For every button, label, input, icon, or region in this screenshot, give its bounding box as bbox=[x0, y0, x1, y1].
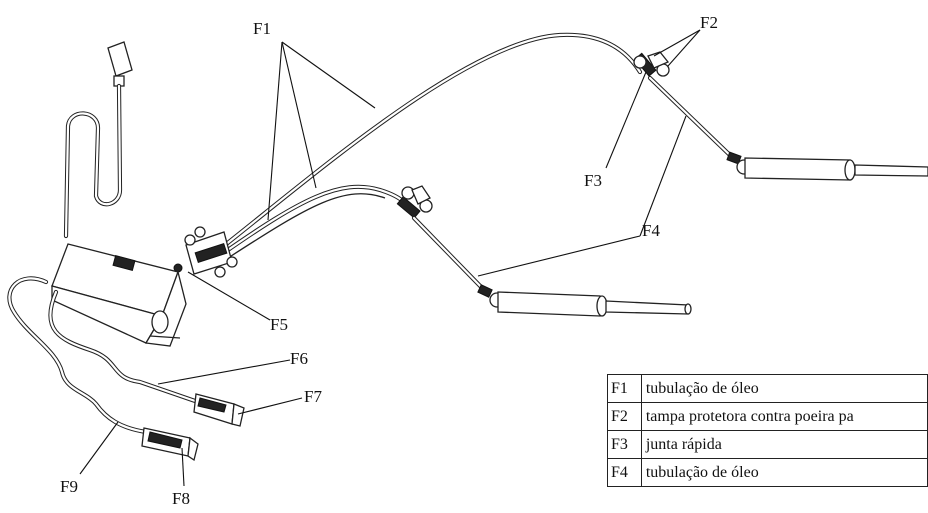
callout-labels: F1 F2 F3 F4 F5 F6 F7 F8 F9 bbox=[60, 13, 718, 508]
oil-hose-f4-top bbox=[647, 75, 738, 163]
legend-code: F3 bbox=[607, 430, 642, 459]
callout-f2: F2 bbox=[700, 13, 718, 32]
battery-clamp-f8 bbox=[141, 427, 199, 462]
pump-box bbox=[51, 243, 187, 347]
leader-lines bbox=[79, 29, 701, 487]
legend-description: junta rápida bbox=[640, 430, 928, 459]
legend-row: F4 tubulação de óleo bbox=[607, 458, 928, 487]
oil-hoses-f1 bbox=[222, 32, 643, 259]
battery-clamp-f7 bbox=[193, 393, 245, 427]
callout-f1: F1 bbox=[253, 19, 271, 38]
legend-description: tubulação de óleo bbox=[640, 374, 928, 403]
legend-code: F1 bbox=[607, 374, 642, 403]
callout-f7: F7 bbox=[304, 387, 322, 406]
quick-joint-middle bbox=[396, 185, 433, 219]
callout-f5: F5 bbox=[270, 315, 288, 334]
legend-description: tampa protetora contra poeira pa bbox=[640, 402, 928, 431]
legend-code: F4 bbox=[607, 458, 642, 487]
callout-f4: F4 bbox=[642, 221, 660, 240]
legend-row: F3 junta rápida bbox=[607, 430, 928, 459]
callout-f6: F6 bbox=[290, 349, 308, 368]
battery-cables bbox=[7, 276, 201, 435]
callout-f9: F9 bbox=[60, 477, 78, 496]
oil-hose-f4-bottom bbox=[411, 215, 489, 295]
cylinder-top bbox=[726, 151, 928, 181]
callout-f3: F3 bbox=[584, 171, 602, 190]
legend-description: tubulação de óleo bbox=[640, 458, 928, 487]
legend-row: F1 tubulação de óleo bbox=[607, 374, 928, 403]
legend-code: F2 bbox=[607, 402, 642, 431]
cylinder-middle bbox=[477, 284, 692, 317]
callout-f8: F8 bbox=[172, 489, 190, 508]
quick-joint-top bbox=[633, 51, 670, 77]
plug-and-cord bbox=[63, 41, 133, 239]
manifold-f5 bbox=[173, 226, 238, 278]
legend-table: F1 tubulação de óleo F2 tampa protetora … bbox=[607, 374, 928, 487]
legend-row: F2 tampa protetora contra poeira pa bbox=[607, 402, 928, 431]
